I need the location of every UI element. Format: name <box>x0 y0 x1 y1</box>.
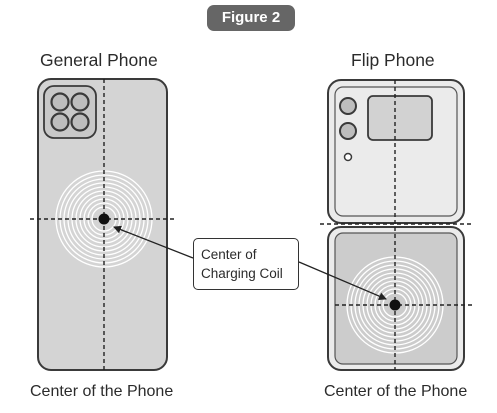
flip-phone-center-dot <box>389 299 401 311</box>
flip-phone-center-lines <box>320 80 472 370</box>
callout-box: Center of Charging Coil <box>193 238 299 290</box>
flip-phone-cover-screen <box>367 95 433 141</box>
callout-arrow-general <box>113 225 194 259</box>
flip-phone-title: Flip Phone <box>351 50 435 70</box>
general-phone-body <box>37 78 168 371</box>
figure-badge: Figure 2 <box>207 5 295 31</box>
callout-arrow-flip <box>298 261 387 300</box>
callout-line-2: Charging Coil <box>201 266 283 281</box>
general-phone-title: General Phone <box>40 50 158 70</box>
general-phone-center-dot <box>98 213 110 225</box>
general-phone-camera-module <box>43 85 97 139</box>
callout-line-1: Center of <box>201 247 257 262</box>
flip-phone-camera <box>339 97 357 162</box>
general-phone-caption: Center of the Phone <box>30 383 174 400</box>
flip-phone-caption: Center of the Phone <box>324 383 468 400</box>
